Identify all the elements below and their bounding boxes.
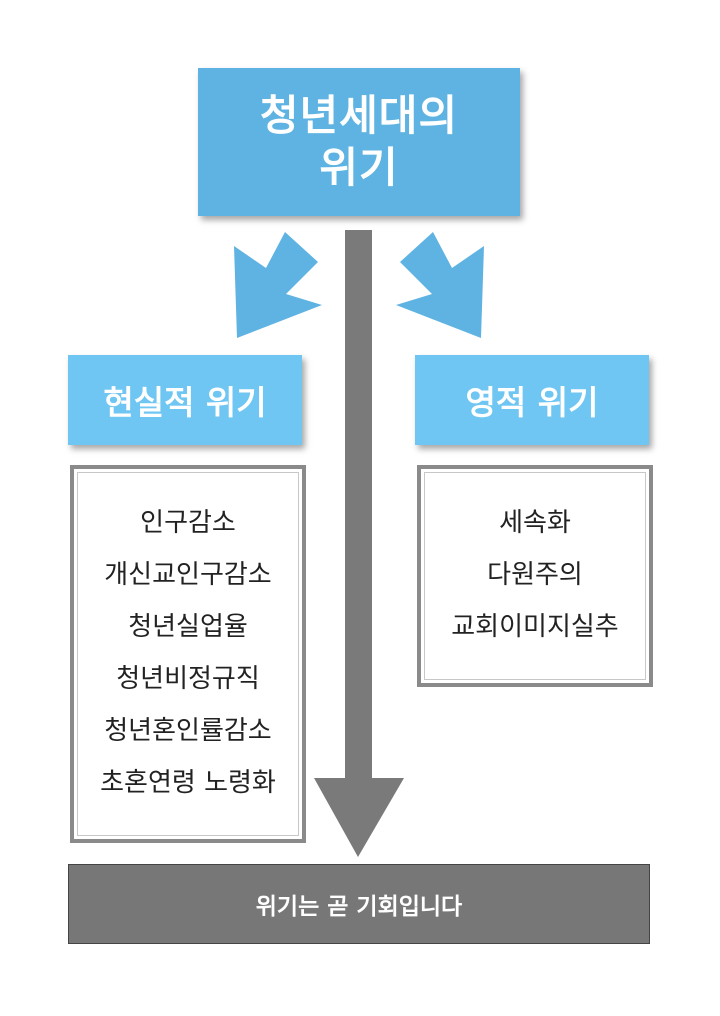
list-item: 다원주의 — [487, 560, 583, 590]
center-down-arrow — [314, 230, 404, 857]
title-box: 청년세대의 위기 — [198, 68, 520, 216]
list-item: 세속화 — [499, 508, 571, 538]
list-item: 청년비정규직 — [116, 664, 260, 694]
list-item: 인구감소 — [140, 508, 236, 538]
diagram-title: 청년세대의 위기 — [259, 91, 459, 192]
branch-list-right: 세속화 다원주의 교회이미지실추 — [417, 465, 653, 687]
list-item: 개신교인구감소 — [104, 560, 272, 590]
right-branch-arrow — [396, 232, 484, 338]
list-item: 초혼연령 노령화 — [100, 768, 276, 798]
branch-heading-right: 영적 위기 — [415, 355, 649, 445]
conclusion-bar: 위기는 곧 기회입니다 — [68, 864, 650, 944]
list-item: 청년혼인률감소 — [104, 716, 272, 746]
branch-heading-left: 현실적 위기 — [68, 355, 302, 445]
list-item: 교회이미지실추 — [451, 612, 619, 642]
list-item: 청년실업율 — [128, 612, 248, 642]
branch-list-left: 인구감소 개신교인구감소 청년실업율 청년비정규직 청년혼인률감소 초혼연령 노… — [70, 465, 306, 843]
conclusion-text: 위기는 곧 기회입니다 — [255, 894, 463, 920]
left-branch-arrow — [234, 232, 322, 338]
